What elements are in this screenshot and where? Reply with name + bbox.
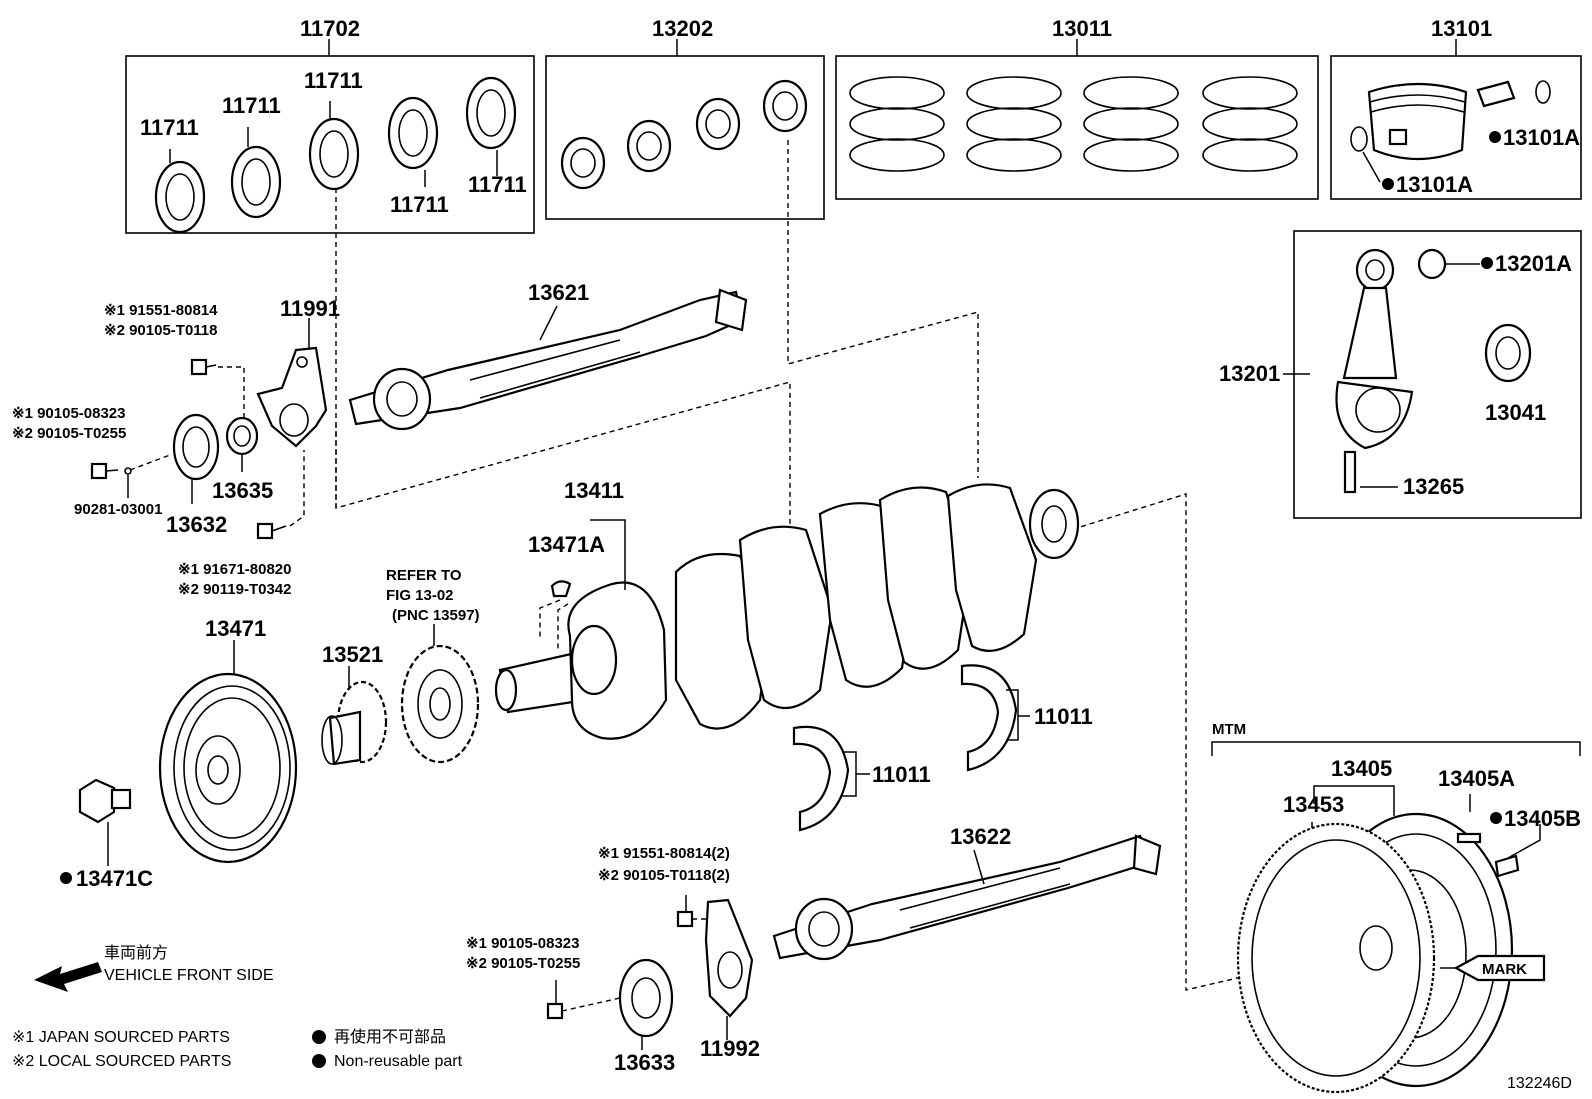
- box-bearing-set: [125, 55, 535, 234]
- crankshaft: [494, 483, 1080, 740]
- piston-rings: [849, 76, 1298, 172]
- timing-sprocket: [400, 644, 480, 764]
- balance-shaft-1: [348, 288, 748, 431]
- arrow-icon: [34, 962, 102, 992]
- legend-japan: ※1 JAPAN SOURCED PARTS: [12, 1029, 230, 1046]
- label-piston-pin-snap-1: 13101A: [1503, 125, 1580, 150]
- piston: [1350, 80, 1551, 161]
- label-crank-pulley: 13471: [205, 616, 266, 641]
- label-ring-gear: 13453: [1283, 792, 1344, 817]
- label-balance-gear-2: 13633: [614, 1050, 675, 1075]
- label-conrod-bushing: 13201A: [1495, 251, 1572, 276]
- label-thrust-washer-2: 11011: [1034, 704, 1093, 729]
- vehicle-front-en: VEHICLE FRONT SIDE: [104, 967, 274, 984]
- pn-bolt-b-2: ※2 90105-T0255: [12, 425, 126, 442]
- label-balance-gear: 13632: [166, 512, 227, 537]
- legend-local: ※2 LOCAL SOURCED PARTS: [12, 1053, 231, 1070]
- label-balance-plate-2: 11992: [700, 1036, 760, 1061]
- crank-pulley: [158, 672, 298, 864]
- label-conrod-bearing: 13041: [1485, 400, 1546, 425]
- non-reusable-dot-icon: [312, 1054, 326, 1068]
- label-crank-gear: 13521: [322, 642, 383, 667]
- balance-shaft-2: [772, 834, 1162, 961]
- pn-bolt-d-2: ※2 90105-T0118(2): [598, 867, 730, 884]
- label-main-bearing-2: 11711: [222, 93, 281, 118]
- label-main-bearing-5: 11711: [468, 172, 527, 197]
- box-conrod-bearing-set: [545, 55, 825, 220]
- mark-callout: [1440, 954, 1546, 982]
- crank-pulley-bolt: [78, 778, 132, 824]
- pn-bolt-c-1: ※1 91671-80820: [178, 561, 292, 578]
- refer-line3: (PNC 13597): [392, 607, 480, 624]
- main-bearing-shells: [154, 76, 517, 234]
- crank-gear: [321, 680, 388, 766]
- pn-bolt-b-1: ※1 90105-08323: [12, 405, 126, 422]
- label-crank-key: 13471A: [528, 532, 605, 557]
- label-mark: MARK: [1482, 961, 1527, 978]
- label-balance-shaft-1: 13621: [528, 280, 589, 305]
- label-crankshaft: 13411: [564, 478, 624, 503]
- bolt-icons-1: [90, 358, 287, 540]
- balance-gear-2: [618, 958, 674, 1038]
- label-balance-shaft-2: 13622: [950, 824, 1011, 849]
- label-conrod-bolt: 13265: [1403, 474, 1464, 499]
- label-main-bearing-3: 11711: [304, 68, 363, 93]
- pn-bolt-a-2: ※2 90105-T0118: [104, 322, 218, 339]
- pn-pin: 90281-03001: [74, 501, 162, 518]
- pn-bolt-c-2: ※2 90119-T0342: [178, 581, 292, 598]
- connecting-rod: [1335, 248, 1532, 494]
- flywheel: [1236, 812, 1520, 1094]
- label-piston-ring-set: 13011: [1052, 16, 1112, 41]
- label-conrod-bearing-set: 13202: [652, 16, 713, 41]
- non-reusable-dot-icon: [312, 1030, 326, 1044]
- label-flywheel-bolt: 13405A: [1438, 766, 1515, 791]
- pn-bolt-e-1: ※1 90105-08323: [466, 935, 580, 952]
- figure-id: 132246D: [1507, 1075, 1572, 1092]
- label-piston-pin-snap-2: 13101A: [1396, 172, 1473, 197]
- balance-plate-2: [704, 898, 754, 1018]
- non-reusable-en: Non-reusable part: [334, 1053, 463, 1070]
- balance-plate-1: [256, 346, 328, 448]
- label-bearing-set: 11702: [300, 16, 360, 41]
- label-piston-sub-assy: 13101: [1431, 16, 1492, 41]
- vehicle-front-jp: 車両前方: [104, 944, 168, 962]
- thrust-washers: [792, 664, 1018, 832]
- label-main-bearing-1: 11711: [140, 115, 199, 140]
- refer-line1: REFER TO: [386, 567, 462, 584]
- crank-key: [550, 580, 572, 598]
- label-flywheel-assy: 13405: [1331, 756, 1392, 781]
- balance-gear: [172, 413, 220, 481]
- pn-bolt-a-1: ※1 91551-80814: [104, 302, 218, 319]
- label-thrust-washer-1: 11011: [872, 762, 931, 787]
- conrod-bearing-shells: [560, 79, 808, 190]
- pn-bolt-e-2: ※2 90105-T0255: [466, 955, 580, 972]
- label-crank-pulley-bolt: 13471C: [76, 866, 153, 891]
- label-balance-plate-1: 11991: [280, 296, 340, 321]
- label-balance-washer: 13635: [212, 478, 273, 503]
- balance-washer: [225, 416, 259, 456]
- refer-line2: FIG 13-02: [386, 587, 454, 604]
- pn-bolt-d-1: ※1 91551-80814(2): [598, 845, 730, 862]
- label-main-bearing-4: 11711: [390, 192, 449, 217]
- label-mtm: MTM: [1212, 721, 1246, 738]
- label-flywheel-pin: 13405B: [1504, 806, 1581, 831]
- label-conrod-assy: 13201: [1219, 361, 1280, 386]
- non-reusable-jp: 再使用不可部品: [334, 1028, 446, 1046]
